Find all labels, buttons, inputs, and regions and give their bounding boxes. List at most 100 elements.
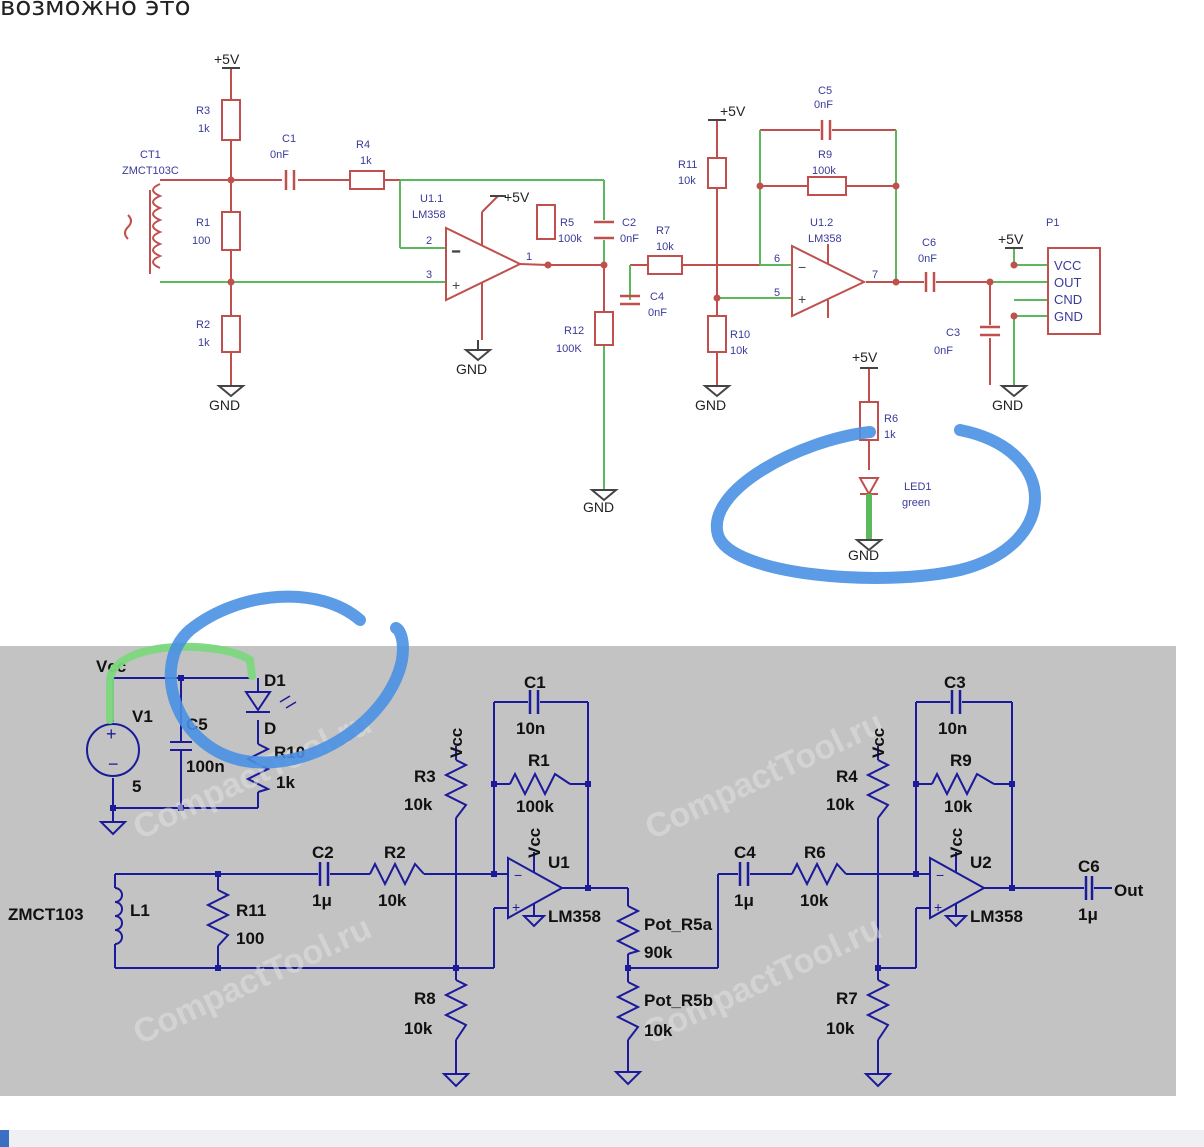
bottom-label-r9: R9 — [950, 751, 972, 770]
top-label-ct1: CT1 — [140, 149, 161, 161]
top-r7-body — [647, 255, 683, 275]
bottom-r7-body — [865, 979, 891, 1041]
top-label-r3-val: 1k — [198, 123, 210, 135]
top-label-c1: C1 — [282, 133, 296, 145]
svg-text:−: − — [108, 754, 119, 774]
bottom-r2-body — [369, 861, 425, 887]
top-label-r10-val: 10k — [730, 345, 748, 357]
top-label-u12: U1.2 — [810, 217, 833, 229]
top-label-r12: R12 — [564, 325, 584, 337]
top-label-5v-5: +5V — [852, 349, 878, 365]
bottom-label-c6-val: 1μ — [1078, 905, 1098, 924]
top-r11-body — [707, 157, 727, 189]
bottom-label-u2-part: LM358 — [970, 907, 1023, 926]
bottom-label-pot-b-val: 10k — [644, 1021, 673, 1040]
top-label-gnd-1: GND — [209, 397, 240, 413]
bottom-pot-r5b-body — [615, 981, 641, 1041]
top-label-pin5: 5 — [774, 287, 780, 299]
bottom-annotation-circle — [164, 590, 409, 769]
top-label-c3-val: 0nF — [934, 345, 953, 357]
svg-text:+: + — [452, 277, 460, 293]
top-label-pin-out: OUT — [1054, 275, 1082, 290]
footer-bar — [0, 1130, 1204, 1147]
bottom-label-r8-val: 10k — [404, 1019, 433, 1038]
svg-text:+: + — [512, 899, 520, 915]
svg-text:+: + — [934, 899, 942, 915]
bottom-label-l1: L1 — [130, 901, 150, 920]
bottom-l1-inductor — [114, 887, 123, 945]
watermark-1: CompactTool.ru — [127, 704, 377, 848]
top-schematic-labels: +5V R3 1k CT1 ZMCT103C R1 100 R2 1k GND … — [122, 51, 1083, 563]
top-label-pin-gnd: GND — [1054, 309, 1083, 324]
bottom-label-vcc-2: Vcc — [447, 728, 466, 758]
top-label-c3: C3 — [946, 327, 960, 339]
bottom-d1-diode — [244, 691, 272, 712]
top-label-pin-vcc: VCC — [1054, 258, 1081, 273]
bottom-gnd-symbol-2 — [441, 1073, 471, 1088]
top-ct1-coil — [152, 183, 163, 269]
top-label-5v-2: +5V — [504, 189, 530, 205]
top-label-c5: C5 — [818, 85, 832, 97]
bottom-label-d1-type: D — [264, 719, 276, 738]
top-label-r1: R1 — [196, 217, 210, 229]
top-r12-body — [594, 311, 614, 346]
top-label-r6-val: 1k — [884, 429, 896, 441]
bottom-label-r4: R4 — [836, 767, 858, 786]
top-label-pin1: 1 — [526, 251, 532, 263]
bottom-label-r6: R6 — [804, 843, 826, 862]
bottom-label-v1: V1 — [132, 707, 153, 726]
top-gnd-symbol-1 — [216, 385, 246, 398]
top-label-u11: U1.1 — [420, 193, 443, 205]
top-label-c4: C4 — [650, 291, 664, 303]
bottom-r10-body — [245, 743, 271, 793]
top-label-5v-3: +5V — [720, 103, 746, 119]
bottom-label-r6-val: 10k — [800, 891, 829, 910]
bottom-label-v1-val: 5 — [132, 777, 141, 796]
bottom-u1-opamp — [507, 856, 565, 920]
top-label-r9: R9 — [818, 149, 832, 161]
top-label-c2-val: 0nF — [620, 233, 639, 245]
bottom-label-c4: C4 — [734, 843, 756, 862]
bottom-label-r11: R11 — [236, 901, 266, 920]
svg-text:−: − — [452, 243, 460, 259]
bottom-label-r1: R1 — [528, 751, 550, 770]
bottom-label-r7: R7 — [836, 989, 858, 1008]
svg-text:+: + — [798, 291, 806, 307]
bottom-label-r3-val: 10k — [404, 795, 433, 814]
bottom-u2-opamp — [929, 856, 987, 920]
svg-text:+: + — [106, 724, 117, 744]
top-label-r7: R7 — [656, 225, 670, 237]
top-label-r10: R10 — [730, 329, 750, 341]
top-led1-body — [858, 477, 880, 497]
top-r3-body — [221, 99, 241, 141]
bottom-r9-body — [931, 771, 995, 797]
bottom-schematic-labels: Vcc V1 5 C5 100n D1 D R10 1k ZMCT103 L1 … — [8, 657, 1144, 1040]
top-label-5v-1: +5V — [214, 51, 240, 67]
top-label-c5-val: 0nF — [814, 99, 833, 111]
top-label-r12-val: 100K — [556, 343, 582, 355]
bottom-label-vcc-5: Vcc — [947, 828, 966, 858]
top-label-gnd-4: GND — [695, 397, 726, 413]
top-label-pin6: 6 — [774, 253, 780, 265]
bottom-label-out: Out — [1114, 881, 1144, 900]
bottom-label-c1: C1 — [524, 673, 546, 692]
top-schematic-parts: − − + − + — [124, 67, 1101, 552]
top-label-r1-val: 100 — [192, 235, 210, 247]
bottom-label-r2: R2 — [384, 843, 406, 862]
bottom-label-r1-val: 100k — [516, 797, 554, 816]
post-caption: возможно это — [0, 0, 191, 22]
top-label-r9-val: 100k — [812, 165, 836, 177]
top-label-pin3: 3 — [426, 269, 432, 281]
top-label-r3: R3 — [196, 105, 210, 117]
top-label-5v-4: +5V — [998, 231, 1024, 247]
bottom-label-c5-val: 100n — [186, 757, 225, 776]
top-label-c1-val: 0nF — [270, 149, 289, 161]
bottom-pot-r5a-body — [615, 905, 641, 955]
top-r9-body — [807, 176, 847, 196]
bottom-r8-body — [443, 979, 469, 1041]
bottom-r11-body — [205, 889, 231, 947]
top-label-r4: R4 — [356, 139, 370, 151]
top-label-gnd-2: GND — [456, 361, 487, 377]
top-label-gnd-3: GND — [583, 499, 614, 515]
bottom-label-pot-a-val: 90k — [644, 943, 673, 962]
